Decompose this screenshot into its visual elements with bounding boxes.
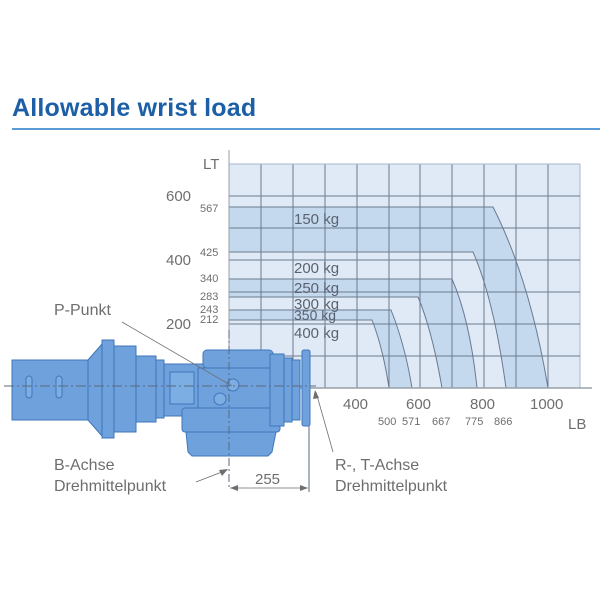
dimension-label: 255 [255,471,281,488]
y-minor-425: 425 [200,247,219,259]
x-tick-800: 800 [470,396,496,413]
rt-axis-leader [315,391,334,453]
grid-lines [229,163,581,388]
x-tick-400: 400 [343,396,369,413]
b-axis-arrowhead [219,469,228,476]
x-minor-500: 500 [378,416,397,428]
rt-axis-arrowhead [313,390,319,399]
page-title: Allowable wrist load [12,94,257,122]
y-tick-200: 200 [166,316,192,333]
y-minor-212: 212 [200,314,219,326]
y-axis-label: LT [203,156,220,173]
b-axis-sublabel: Drehmittelpunkt [54,478,167,495]
dimension-arrow-right [300,485,308,491]
y-minor-283: 283 [200,291,219,303]
p-point-leader [121,321,233,387]
x-minor-866: 866 [494,416,513,428]
dimension-arrow-left [230,485,238,491]
band-label-200kg: 200 kg [294,260,340,277]
band-label-300kg: 300 kg [294,296,340,313]
title-underline [12,128,600,130]
p-point-label: P-Punkt [54,302,111,319]
x-tick-600: 600 [406,396,432,413]
load-curves [229,206,549,389]
band-label-400kg: 400 kg [294,325,340,342]
x-minor-775: 775 [465,416,484,428]
band-label-250kg: 250 kg [294,280,340,297]
x-axis-label: LB [568,416,587,433]
x-tick-1000: 1000 [530,396,564,413]
robot-wrist-illustration [11,339,311,457]
y-minor-243: 243 [200,304,219,316]
band-label-350kg: 350 kg [294,307,337,323]
b-axis-label: B-Achse [54,457,115,474]
y-tick-600: 600 [166,188,192,205]
band-label-150kg: 150 kg [294,211,340,228]
y-minor-340: 340 [200,273,219,285]
y-tick-400: 400 [166,252,192,269]
x-minor-571: 571 [402,416,421,428]
rt-axis-sublabel: Drehmittelpunkt [335,478,448,495]
y-minor-567: 567 [200,203,219,215]
rt-axis-label: R-, T-Achse [335,457,420,474]
x-minor-667: 667 [432,416,451,428]
